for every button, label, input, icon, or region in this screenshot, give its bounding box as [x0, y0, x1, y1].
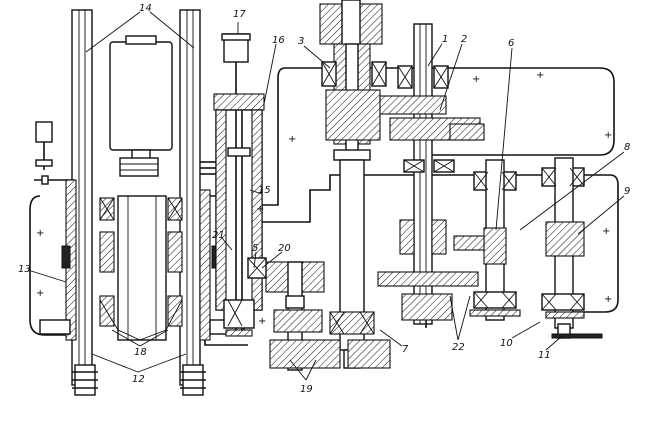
- svg-text:+: +: [256, 204, 264, 215]
- left-column-shaft-a: [71, 9, 98, 396]
- leader-lines: [27, 11, 625, 381]
- label-3: 3: [298, 36, 304, 47]
- label-12: 12: [132, 374, 145, 385]
- shaft-1-assembly: [377, 23, 485, 328]
- svg-text:+: +: [258, 316, 266, 327]
- bearing-symbols: [99, 61, 585, 335]
- label-8: 8: [624, 142, 630, 153]
- label-22: 22: [452, 342, 465, 353]
- shaft-9-assembly: [541, 157, 603, 339]
- label-5: 5: [252, 243, 258, 254]
- label-14: 14: [139, 3, 152, 14]
- svg-text:+: +: [604, 130, 612, 141]
- label-10: 10: [500, 338, 513, 349]
- lower-gear-train: [247, 257, 391, 371]
- label-1: 1: [442, 34, 448, 45]
- svg-text:+: +: [604, 294, 612, 305]
- label-17: 17: [233, 9, 246, 20]
- part-labels: 14 17 16 3 1 2 6 8 9 15 13 21 5 20 18 12…: [18, 3, 630, 395]
- svg-text:+: +: [288, 134, 296, 145]
- label-18: 18: [134, 347, 147, 358]
- label-15: 15: [258, 185, 271, 196]
- label-6: 6: [508, 38, 514, 49]
- label-11: 11: [538, 350, 551, 361]
- motor-block: [109, 35, 173, 177]
- column-gear-assembly: [39, 179, 245, 341]
- label-2: 2: [461, 34, 467, 45]
- label-16: 16: [272, 35, 285, 46]
- svg-text:+: +: [36, 288, 44, 299]
- svg-text:+: +: [472, 74, 480, 85]
- svg-text:+: +: [36, 228, 44, 239]
- svg-text:+: +: [536, 70, 544, 81]
- shaft-6-assembly: [453, 159, 521, 321]
- label-7: 7: [402, 344, 409, 355]
- label-21: 21: [212, 230, 225, 241]
- label-9: 9: [624, 186, 630, 197]
- svg-text:+: +: [602, 226, 610, 237]
- plus-markers: + + + + + + + + + +: [36, 70, 612, 327]
- left-column-shaft-b: [179, 9, 206, 396]
- left-handwheel: [34, 121, 74, 185]
- label-20: 20: [278, 243, 291, 254]
- label-19: 19: [300, 384, 313, 395]
- label-13: 13: [18, 264, 31, 275]
